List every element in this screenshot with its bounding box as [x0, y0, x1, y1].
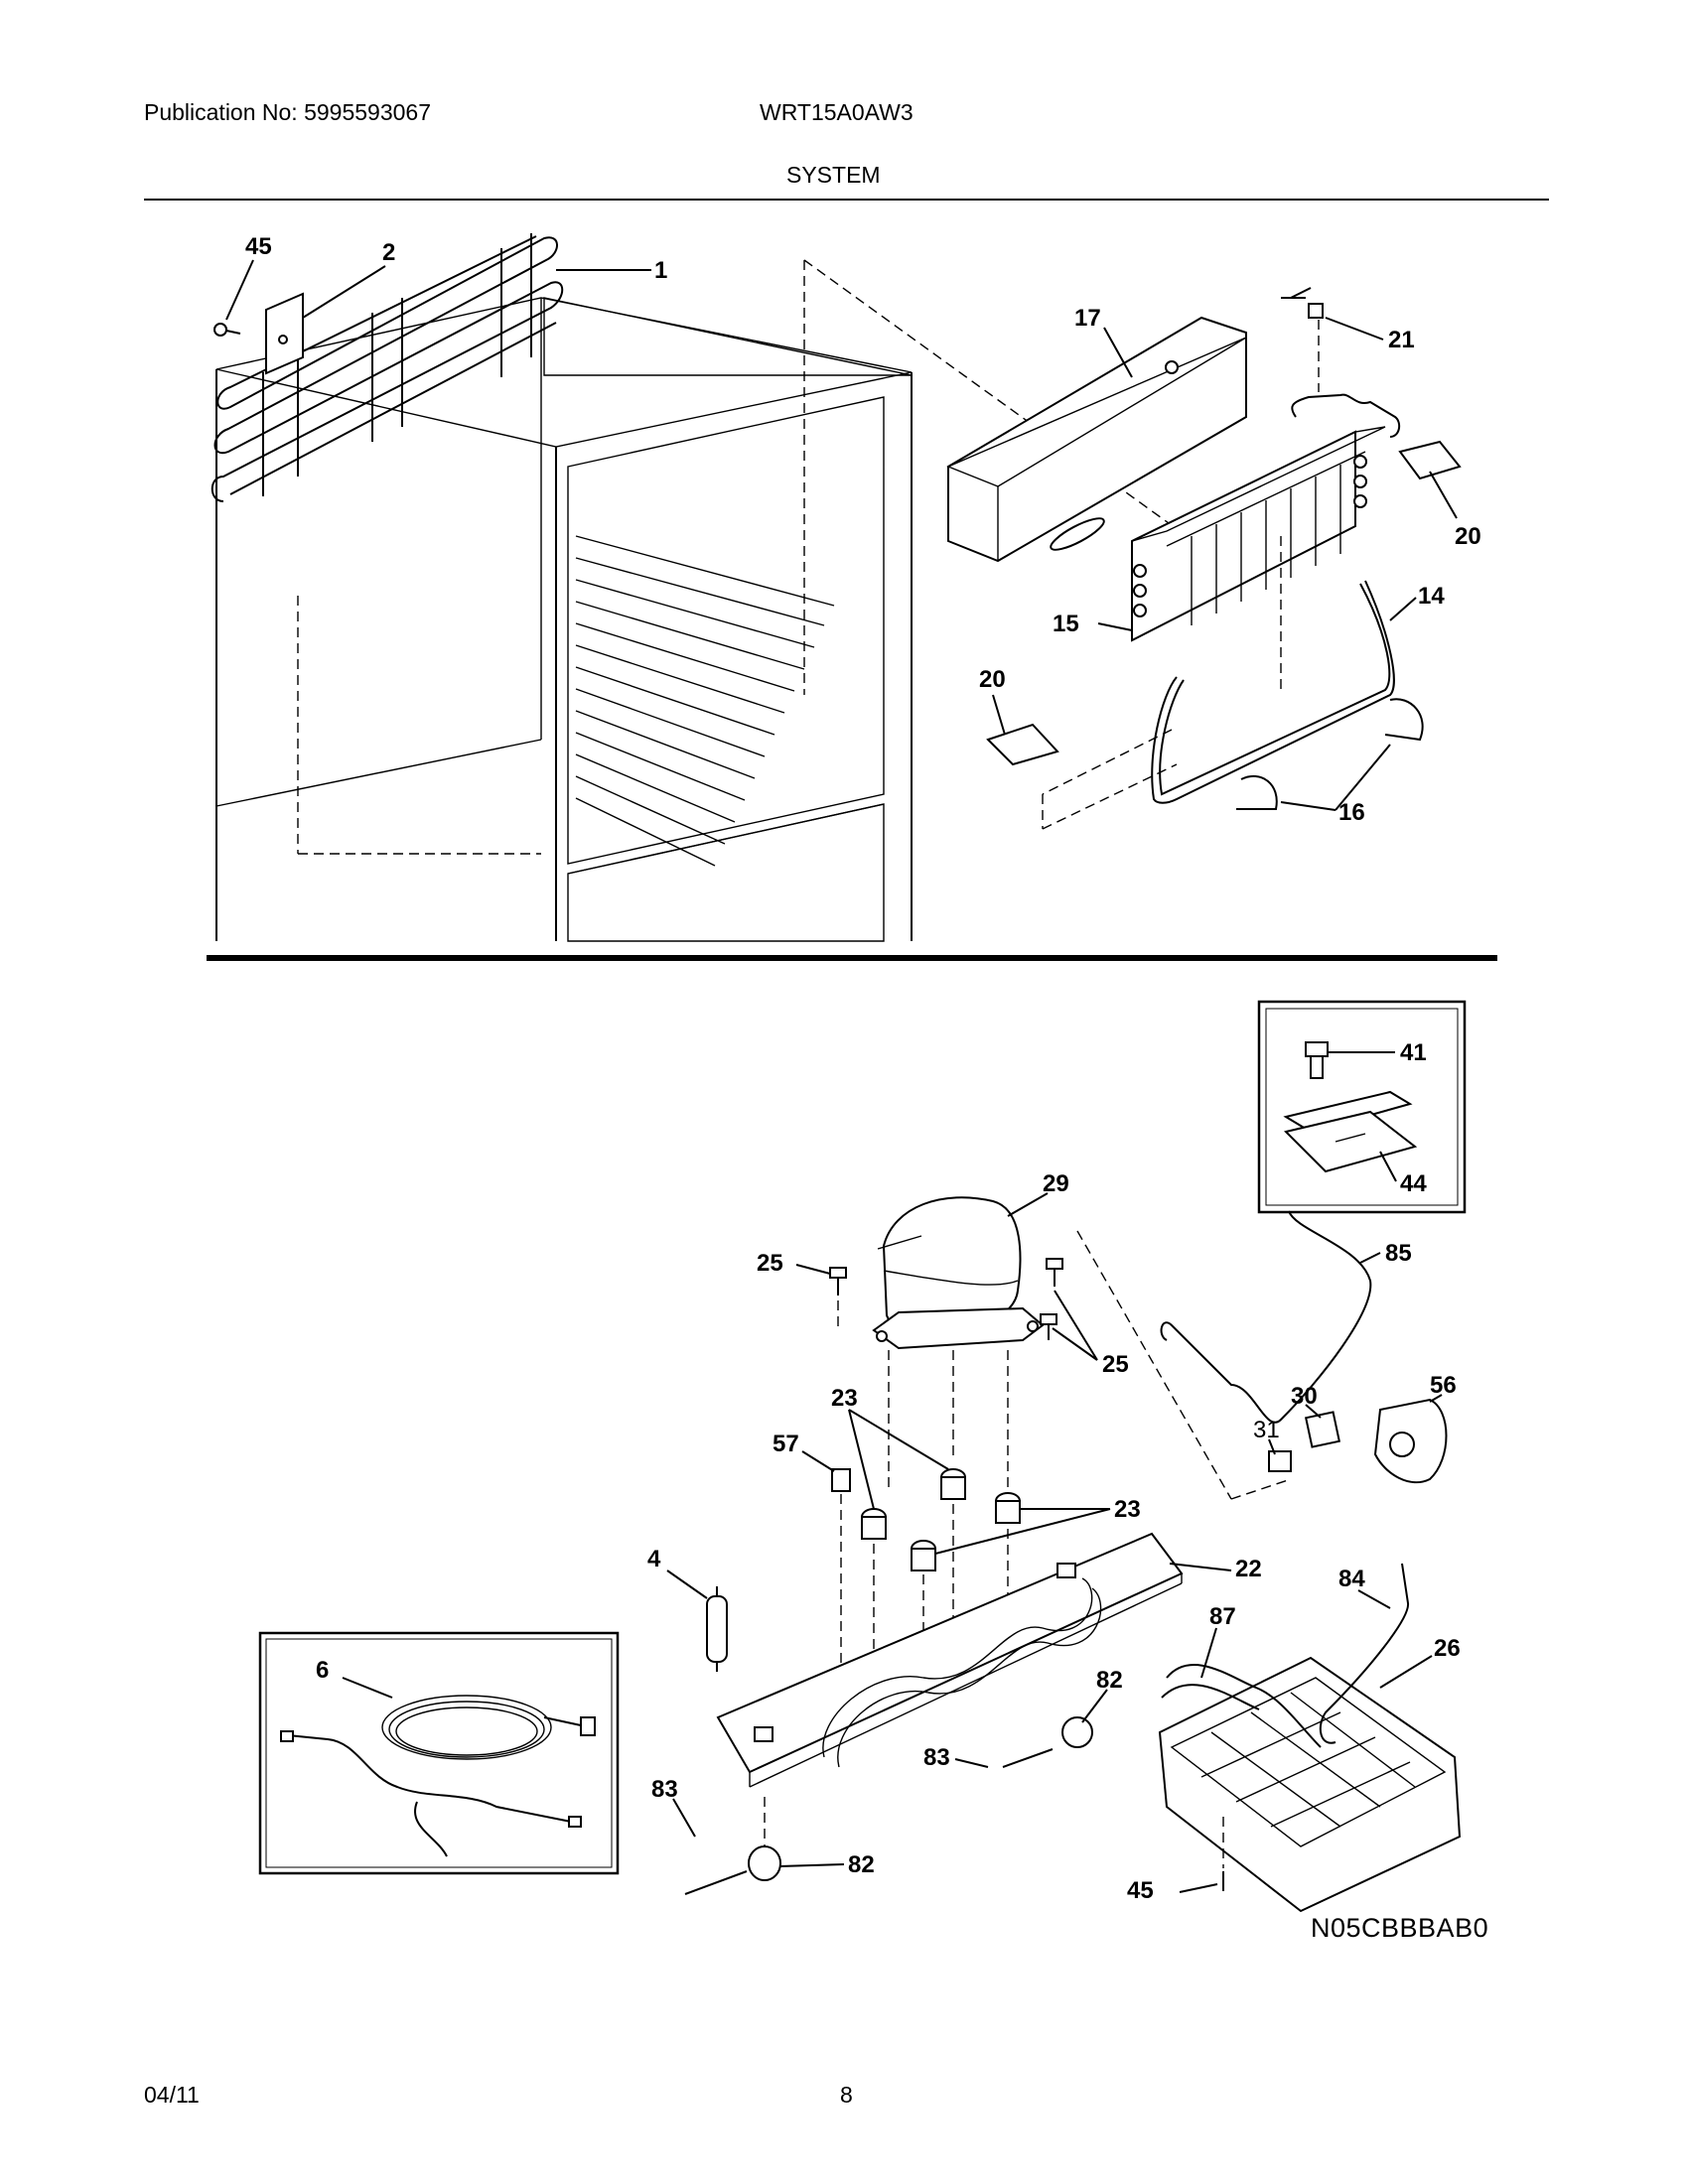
mounting-screw-left: [829, 1267, 847, 1330]
evaporator-coil: [1131, 426, 1386, 642]
base-foot-rear: [1002, 1716, 1093, 1768]
heater-clips: [1042, 536, 1424, 830]
callout-44: 44: [1400, 1170, 1427, 1197]
callout-labels: 45 2 1 17 21 20 14 15 20 16 41 44 29 85 …: [245, 233, 1481, 1904]
coil-bracket: [265, 292, 304, 375]
publication-number: Publication No: 5995593067: [144, 99, 432, 125]
compressor: [872, 1196, 1045, 1350]
bolt-41: [1305, 1041, 1329, 1079]
callout-29: 29: [1043, 1170, 1069, 1197]
callout-14: 14: [1418, 583, 1445, 610]
callout-83-rear: 83: [923, 1744, 950, 1771]
discharge-tube: [1160, 1210, 1372, 1424]
callout-23-right: 23: [1114, 1496, 1141, 1523]
callout-leaders: [225, 259, 1458, 1893]
callout-20-left: 20: [979, 666, 1006, 693]
grommets: [861, 1350, 1021, 1688]
relay-cover: [1373, 1398, 1448, 1484]
callout-57: 57: [773, 1431, 799, 1457]
callout-4: 4: [647, 1546, 661, 1572]
loop-tube: [1161, 1664, 1322, 1748]
callout-85: 85: [1385, 1240, 1412, 1267]
callout-41: 41: [1400, 1039, 1427, 1066]
callout-23-top: 23: [831, 1385, 858, 1412]
inset-box-bracket: [1257, 1000, 1467, 1214]
callout-31: 31: [1253, 1417, 1280, 1443]
freezer-shelf-lines: [575, 535, 835, 867]
overload-protector: [1305, 1411, 1340, 1448]
callout-56: 56: [1430, 1372, 1457, 1399]
callout-82-front: 82: [848, 1851, 875, 1878]
compressor-base: [716, 1532, 1184, 1788]
header-rule: [144, 199, 1549, 201]
callout-25-right: 25: [1102, 1351, 1129, 1378]
callout-45-top: 45: [245, 233, 272, 260]
mounting-screw-right: [1040, 1258, 1063, 1340]
footer-date: 04/11: [144, 2082, 200, 2108]
defrost-heater: [1151, 580, 1395, 804]
thermostat-sensor: [1281, 287, 1401, 438]
callout-6: 6: [316, 1657, 329, 1684]
callout-2: 2: [382, 239, 395, 266]
callout-21: 21: [1388, 327, 1415, 353]
callout-83-front: 83: [651, 1776, 678, 1803]
callout-20-right: 20: [1455, 523, 1481, 550]
section-divider: [207, 955, 1497, 961]
base-foot-front: [684, 1845, 781, 1895]
callout-30: 30: [1291, 1383, 1318, 1410]
callout-17: 17: [1074, 305, 1101, 332]
filter-drier: [706, 1586, 728, 1672]
drain-pan: [1158, 1656, 1462, 1913]
callout-1: 1: [654, 257, 667, 284]
callout-26: 26: [1434, 1635, 1461, 1662]
condenser-coil: [211, 233, 564, 502]
drain-tube: [1319, 1563, 1410, 1744]
callout-25-left: 25: [757, 1250, 783, 1277]
section-title: SYSTEM: [786, 162, 881, 188]
model-number: WRT15A0AW3: [760, 99, 914, 125]
callout-16: 16: [1338, 799, 1365, 826]
cabinet-illustration: [215, 297, 913, 942]
page-number: 8: [840, 2082, 853, 2108]
callout-15: 15: [1053, 611, 1079, 637]
callout-82-rear: 82: [1096, 1667, 1123, 1694]
callout-87: 87: [1209, 1603, 1236, 1630]
thermistor-clip-right: [1398, 440, 1462, 480]
thermistor-clip-left: [986, 723, 1059, 766]
callout-84: 84: [1338, 1566, 1365, 1592]
start-relay: [1268, 1450, 1292, 1472]
callout-45-bottom: 45: [1127, 1877, 1154, 1904]
callout-22: 22: [1235, 1556, 1262, 1582]
power-cord-6: [280, 1695, 596, 1857]
evaporator-cover: [946, 316, 1247, 563]
screw-45-top: [213, 323, 241, 337]
inset-box-power-cord: [258, 1631, 620, 1875]
diagram-code: N05CBBBAB0: [1311, 1913, 1489, 1943]
mounting-bracket-44: [1283, 1090, 1418, 1173]
